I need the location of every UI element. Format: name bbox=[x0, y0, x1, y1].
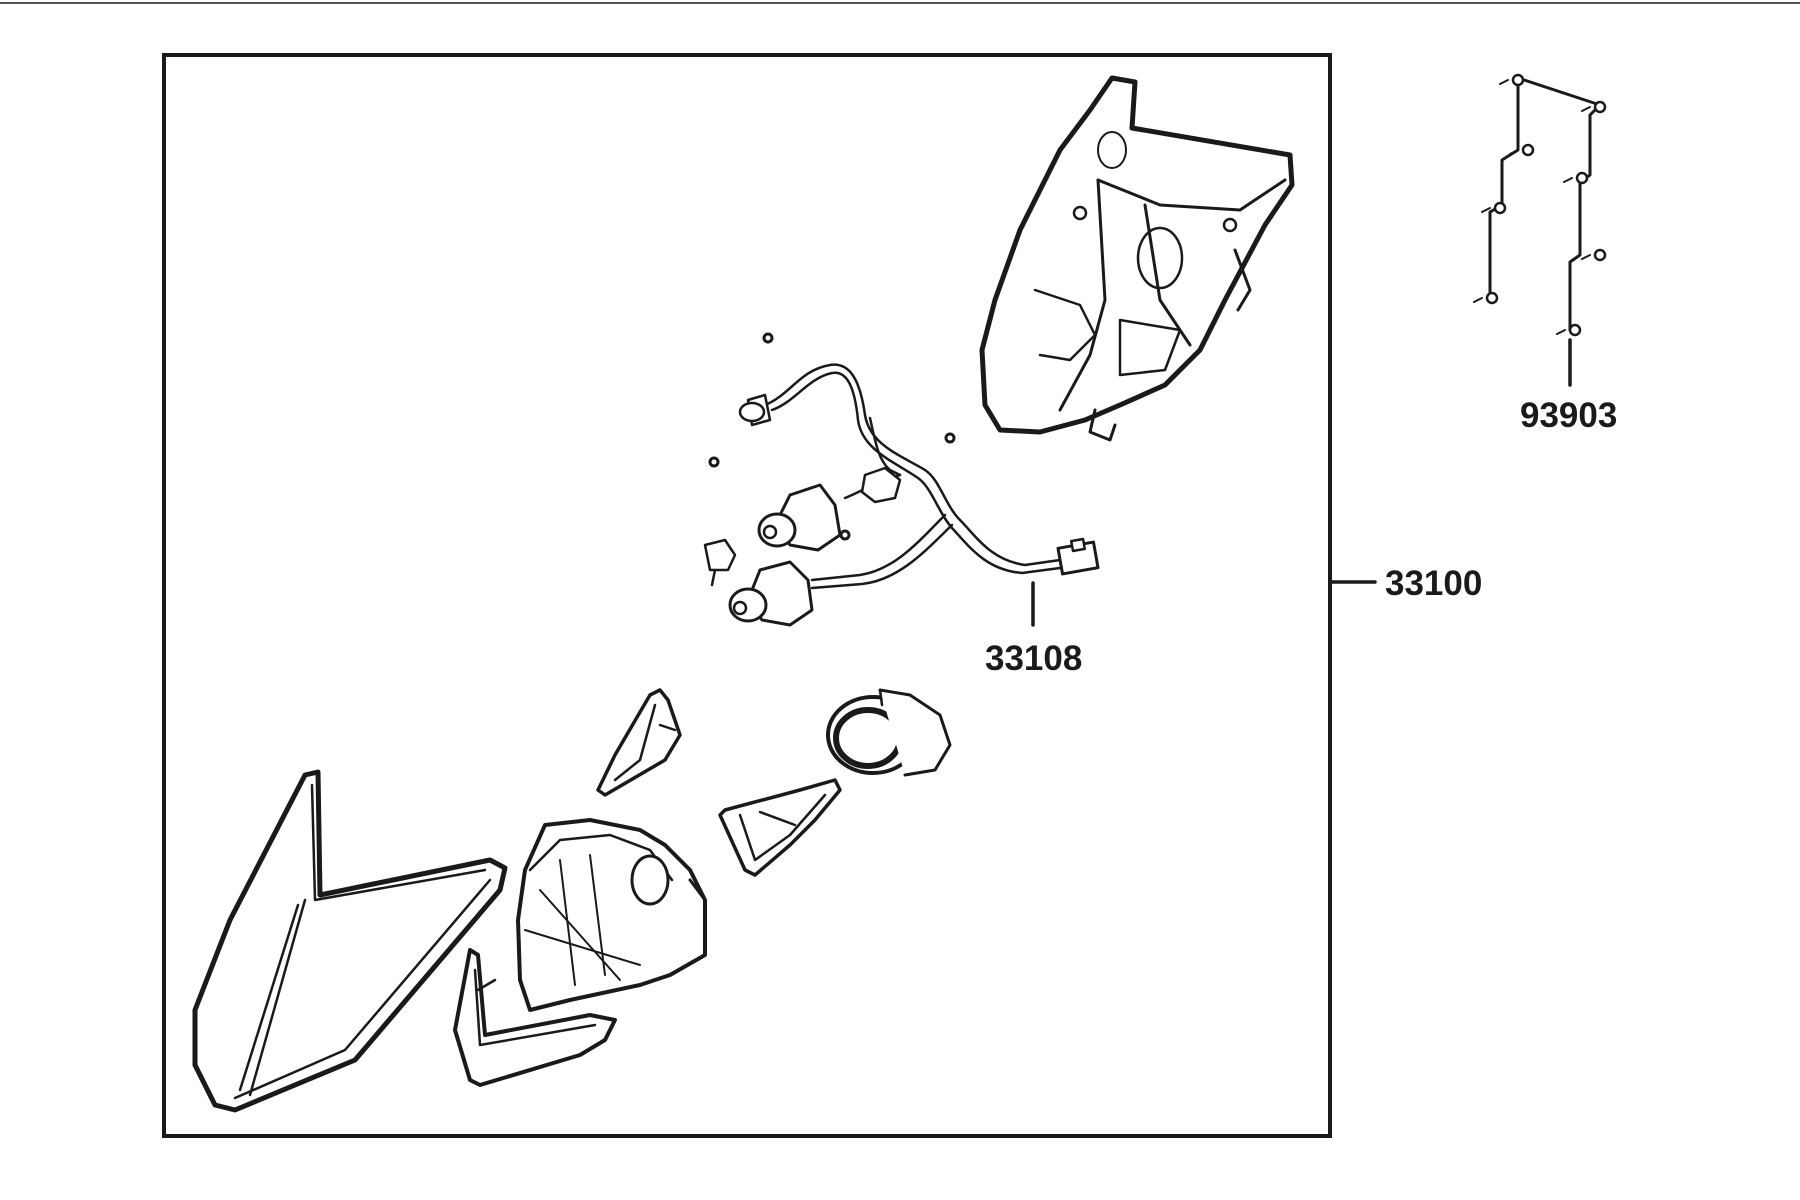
screw-icon bbox=[1473, 73, 1607, 337]
callout-screws: 93903 bbox=[1520, 396, 1617, 435]
assembly-frame bbox=[162, 53, 1332, 1138]
wiring-harness bbox=[703, 332, 1100, 627]
position-lamp-lower bbox=[718, 778, 842, 877]
callout-harness: 33108 bbox=[985, 639, 1082, 678]
position-lamp-upper bbox=[596, 688, 682, 797]
lens-cover bbox=[192, 769, 508, 1113]
bulb-boot bbox=[826, 688, 952, 777]
reflector bbox=[516, 818, 707, 1012]
side-trim bbox=[453, 948, 617, 1087]
callout-assembly: 33100 bbox=[1385, 564, 1482, 603]
headlight-housing bbox=[979, 75, 1295, 442]
screw-set bbox=[1473, 73, 1607, 387]
